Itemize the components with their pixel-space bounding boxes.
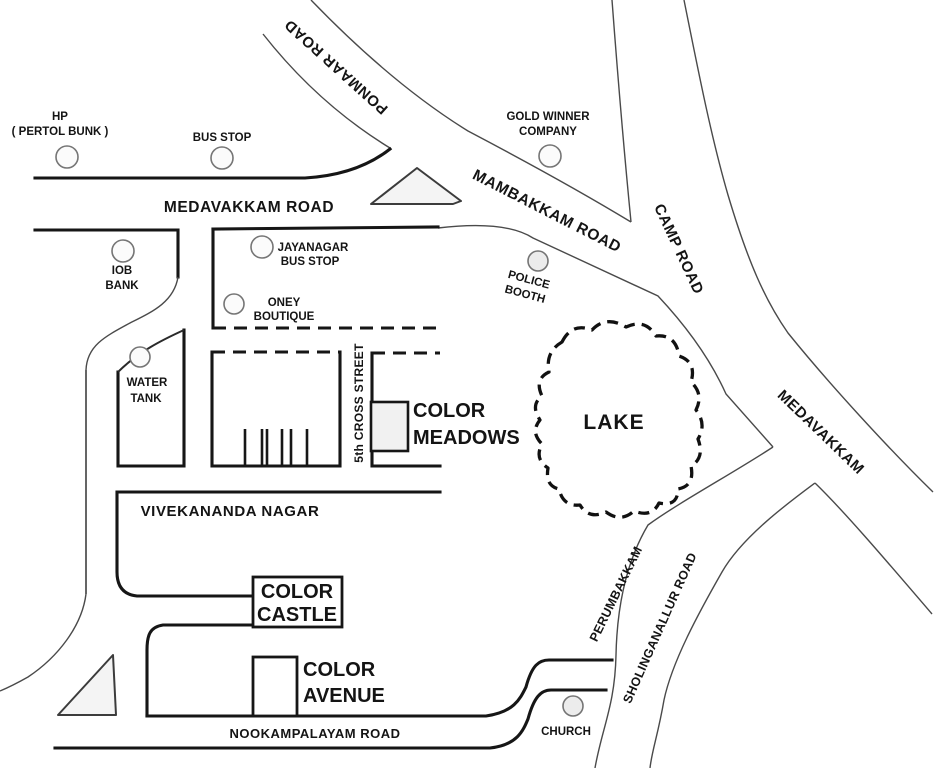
block1-plot-notches: [243, 429, 309, 466]
color-avenue-label-line2: AVENUE: [303, 685, 385, 707]
hp-petrol-bunk-marker: [55, 145, 79, 169]
bus-stop-marker: [210, 146, 234, 170]
medavakkam-road-north-line: [33, 146, 393, 180]
police-booth-marker: [527, 250, 549, 272]
color-castle-label-line1: COLOR: [261, 581, 334, 603]
nookampalayam-south-line: [53, 688, 608, 750]
gold-winner-label-line1: GOLD WINNER: [506, 111, 590, 123]
gold-winner-label-line2: COMPANY: [519, 126, 577, 138]
ponmaar-road-west-edge: [262, 33, 391, 149]
water-tank-block-top-curve: [117, 329, 185, 373]
color-meadows-building: [369, 400, 410, 453]
water-tank-marker: [129, 346, 151, 368]
jayanagar-block-top: [211, 225, 440, 231]
color-castle-building: [251, 575, 344, 629]
ponmaar-mambakkam-north-edge: [310, 0, 632, 223]
church-label: CHURCH: [541, 726, 591, 738]
junction-island-bottom-left: [57, 654, 117, 716]
lake-outline: [533, 320, 704, 519]
color-castle-label-line2: CASTLE: [257, 604, 337, 626]
lake-label: LAKE: [583, 411, 644, 434]
hp-label-line2: ( PERTOL BUNK ): [12, 126, 109, 138]
color-avenue-building: [251, 655, 299, 718]
oney-boutique-label-line1: ONEY: [268, 297, 301, 309]
water-tank-block: [116, 328, 186, 468]
water-tank-label-line2: TANK: [130, 393, 162, 405]
color-meadows-label-line1: COLOR: [413, 400, 486, 422]
iob-bank-label-line2: BANK: [105, 280, 139, 292]
southwest-curve-road-edge: [0, 593, 87, 692]
gold-winner-marker: [538, 144, 562, 168]
iob-block-edge: [33, 228, 180, 279]
mambakkam-road-south-edge: [437, 224, 774, 448]
color-avenue-label-line1: COLOR: [303, 659, 376, 681]
medavakkam-road-label: MEDAVAKKAM ROAD: [164, 199, 334, 216]
iob-bank-marker: [111, 239, 135, 263]
block2-outline: [370, 351, 442, 468]
castle-row-lower-edge: [145, 623, 255, 718]
medavakkam-south-edge: [814, 482, 933, 615]
sholinganallur-west-edge: [594, 446, 774, 768]
vivekananda-block-edge: [115, 490, 442, 598]
sholinganallur-east-edge: [649, 482, 816, 768]
iob-bank-label-line1: IOB: [112, 265, 132, 277]
bus-stop-label: BUS STOP: [193, 132, 252, 144]
jayanagar-label-line2: BUS STOP: [281, 256, 340, 268]
oney-boutique-marker: [223, 293, 245, 315]
jayanagar-label-line1: JAYANAGAR: [278, 242, 349, 254]
nookampalayam-north-line: [145, 658, 614, 718]
vivekananda-nagar-label: VIVEKANANDA NAGAR: [141, 503, 320, 520]
camp-road-west-edge: [611, 0, 632, 223]
oney-boutique-label-line2: BOUTIQUE: [254, 311, 315, 323]
hp-label-line1: HP: [52, 111, 68, 123]
fifth-cross-street-label: 5th CROSS STREET: [352, 343, 366, 463]
nookampalayam-road-label: NOOKAMPALAYAM ROAD: [229, 726, 400, 741]
block1-outline: [210, 350, 342, 468]
jayanagar-bus-stop-marker: [250, 235, 274, 259]
color-meadows-label-line2: MEADOWS: [413, 427, 520, 449]
iob-s-curve-road-edge: [85, 276, 179, 371]
water-tank-label-line1: WATER: [127, 377, 168, 389]
camp-medavakkam-east-edge: [683, 0, 934, 493]
church-marker: [562, 695, 584, 717]
junction-island-top: [370, 167, 462, 205]
